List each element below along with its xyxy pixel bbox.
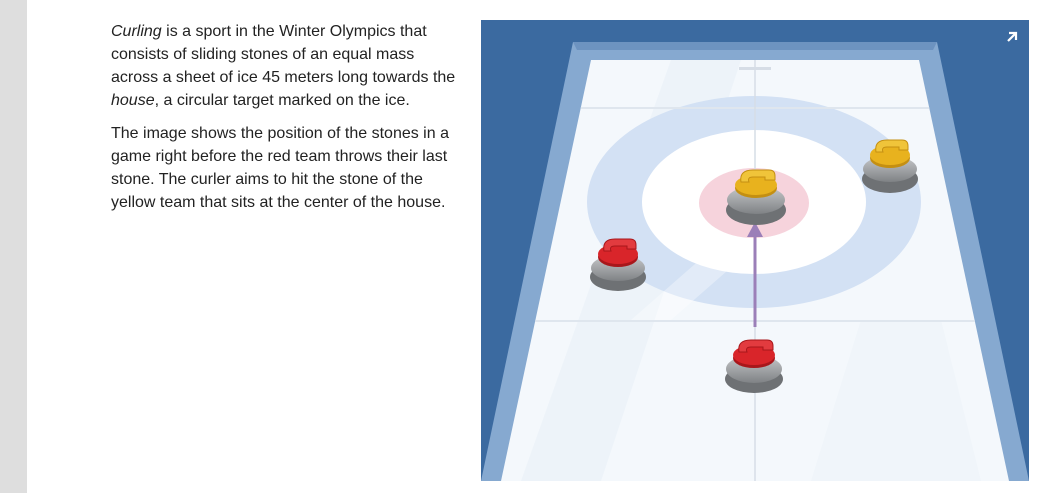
- trajectory-arrow-head: [747, 222, 763, 237]
- ice-reflection: [631, 250, 751, 320]
- yellow-stone-center: [726, 169, 786, 225]
- curling-sheet-svg: [481, 20, 1029, 481]
- intro-text-b: , a circular target marked on the ice.: [154, 92, 410, 109]
- intro-paragraph-1: Curling is a sport in the Winter Olympic…: [111, 20, 456, 112]
- left-rail: [0, 0, 27, 493]
- red-stone-left: [590, 238, 646, 291]
- ice-texture: [811, 320, 981, 481]
- yellow-stone-back-right: [862, 139, 918, 193]
- arrow-up-right-icon: [1007, 31, 1018, 42]
- expand-button[interactable]: [1001, 26, 1023, 48]
- text-column: Curling is a sport in the Winter Olympic…: [111, 20, 456, 224]
- red-stone-thrower: [725, 339, 783, 393]
- sheet-wall-shadow: [573, 42, 937, 50]
- intro-text-a: is a sport in the Winter Olympics that c…: [111, 23, 456, 86]
- term-curling: Curling: [111, 23, 162, 40]
- intro-paragraph-2: The image shows the position of the ston…: [111, 125, 449, 211]
- curling-illustration: [481, 20, 1029, 481]
- term-house: house: [111, 92, 155, 109]
- hack: [739, 67, 771, 70]
